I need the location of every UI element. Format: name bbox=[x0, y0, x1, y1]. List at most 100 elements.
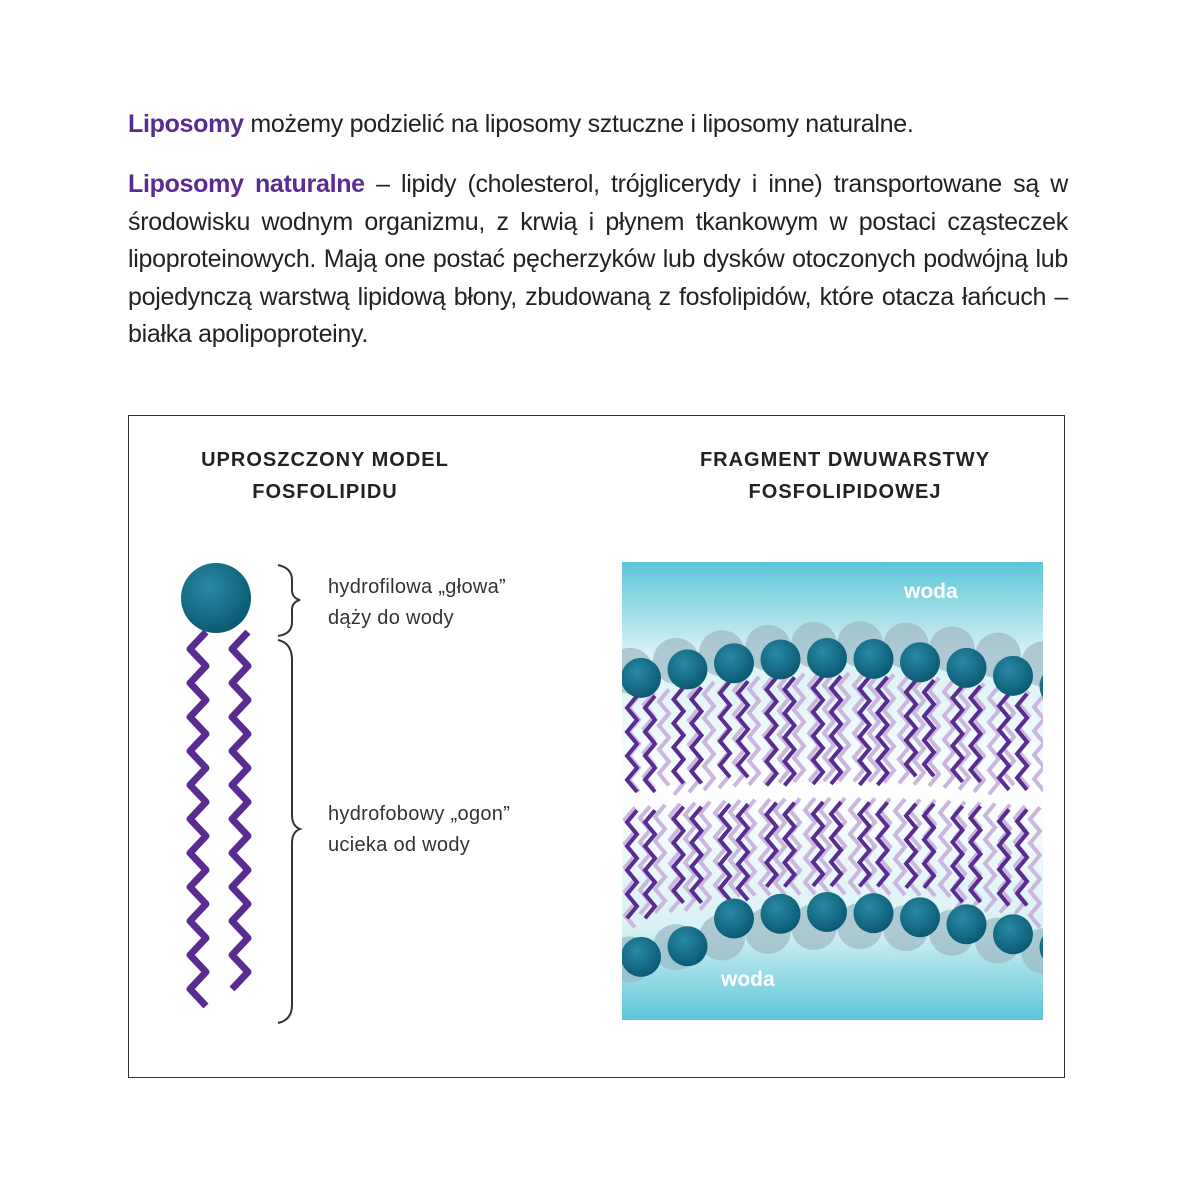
tail-chain bbox=[903, 678, 919, 778]
title-line: FRAGMENT DWUWARSTWY bbox=[699, 449, 991, 471]
brace-head bbox=[277, 564, 301, 637]
tail-chain bbox=[781, 801, 798, 888]
tail-chain-back bbox=[881, 673, 897, 784]
tail-chain-back bbox=[656, 688, 672, 787]
tail-chain bbox=[810, 800, 826, 888]
head-sphere bbox=[807, 638, 847, 679]
tail-chain bbox=[688, 805, 705, 905]
tail-chain bbox=[688, 686, 705, 785]
tail-chain-back bbox=[892, 797, 908, 897]
natural-paragraph: Liposomy naturalne – lipidy (cholesterol… bbox=[128, 166, 1068, 354]
tail-chain bbox=[624, 694, 640, 794]
head-sphere bbox=[714, 898, 754, 939]
label-line: ucieka od wody bbox=[328, 834, 471, 856]
tail-chain-back bbox=[926, 676, 942, 788]
tail-chain-back bbox=[817, 796, 833, 896]
head-sphere bbox=[993, 655, 1033, 696]
head-sphere bbox=[760, 893, 801, 934]
title-line: FOSFOLIPIDU bbox=[252, 481, 398, 503]
tail-chain bbox=[642, 694, 658, 794]
tail-chain-back bbox=[802, 796, 818, 896]
intro-text: możemy podzielić na liposomy sztuczne i … bbox=[243, 110, 914, 138]
tail-chain bbox=[1014, 808, 1030, 907]
tail-chain-back bbox=[937, 799, 953, 899]
tail-chain-back bbox=[911, 675, 927, 786]
tail-chain-back bbox=[697, 800, 713, 912]
tail-chain bbox=[186, 629, 210, 1009]
head-sphere bbox=[622, 657, 661, 698]
tail-chain-back bbox=[941, 678, 957, 789]
phospholipid-model-title: UPROSZCZONY MODEL FOSFOLIPIDU bbox=[140, 444, 510, 508]
tail-chain bbox=[717, 679, 733, 779]
tail-chain-back bbox=[776, 673, 792, 784]
tail-chain bbox=[810, 674, 826, 786]
tail-chain bbox=[670, 686, 687, 785]
tail-chain-back bbox=[997, 803, 1013, 914]
intro-highlight: Liposomy bbox=[128, 110, 244, 138]
tail-chain bbox=[949, 804, 966, 904]
tail-chain-back bbox=[757, 797, 773, 897]
tail-chain-back bbox=[652, 803, 668, 915]
tail-chain-back bbox=[727, 798, 743, 898]
title-line: UPROSZCZONY MODEL bbox=[201, 449, 449, 471]
tail-chain bbox=[828, 674, 844, 786]
label-line: hydrofobowy „ogon” bbox=[328, 803, 511, 825]
tail-chain bbox=[1042, 716, 1043, 765]
label-line: dąży do wody bbox=[328, 607, 454, 629]
tail-chain-back bbox=[742, 798, 758, 897]
head-sphere bbox=[1039, 935, 1043, 959]
tail-chain bbox=[921, 678, 937, 778]
head-sphere bbox=[900, 642, 940, 683]
tail-chain bbox=[996, 808, 1012, 907]
head-sphere bbox=[900, 897, 940, 938]
tail-chain-back bbox=[986, 684, 1002, 796]
tail-chain-back bbox=[1027, 805, 1043, 929]
tail-chain-back bbox=[682, 801, 698, 912]
tail-chain bbox=[903, 802, 919, 890]
tail-chain bbox=[996, 692, 1012, 792]
head-sphere bbox=[946, 647, 987, 688]
head-sphere bbox=[993, 914, 1033, 955]
tail-chain-back bbox=[701, 680, 717, 792]
tail-chain bbox=[1064, 814, 1074, 922]
tail-chain bbox=[624, 808, 640, 920]
tail-chain bbox=[717, 802, 733, 902]
tail-chain bbox=[1014, 692, 1030, 792]
head-sphere bbox=[1039, 674, 1043, 698]
head-label: hydrofilowa „głowa”dąży do wody bbox=[328, 572, 506, 634]
tail-chain bbox=[856, 675, 873, 787]
phospholipid-model bbox=[181, 563, 252, 1009]
natural-text: – lipidy (cholesterol, trójglicerydy i i… bbox=[128, 170, 1068, 348]
tail-chain-back bbox=[847, 796, 863, 896]
tail-chain-back bbox=[836, 671, 852, 783]
tail-chain bbox=[856, 801, 873, 888]
tail-chain bbox=[967, 804, 984, 904]
head-sphere bbox=[853, 638, 894, 679]
head-sphere bbox=[853, 893, 894, 934]
tail-chain bbox=[670, 805, 687, 905]
tail-chain-back bbox=[746, 675, 762, 787]
head-sphere bbox=[807, 892, 847, 933]
tail-chain-back bbox=[1049, 698, 1059, 794]
tail-chain-back bbox=[821, 671, 837, 783]
tail-chain bbox=[828, 800, 844, 888]
bilayer-title: FRAGMENT DWUWARSTWY FOSFOLIPIDOWEJ bbox=[640, 444, 1050, 508]
head-sphere bbox=[181, 563, 251, 633]
brace-tail bbox=[277, 639, 303, 1024]
title-line: FOSFOLIPIDOWEJ bbox=[748, 481, 942, 503]
tail-chain-back bbox=[1031, 693, 1043, 793]
tail-chain bbox=[735, 679, 751, 779]
tail-chain bbox=[949, 684, 966, 784]
head-sphere bbox=[946, 904, 987, 945]
water-label-bottom: woda bbox=[721, 968, 775, 991]
tail-chain-back bbox=[866, 672, 882, 783]
tail-chain bbox=[763, 801, 780, 888]
head-sphere bbox=[667, 649, 708, 690]
water-label-top: woda bbox=[904, 580, 958, 603]
tail-chain bbox=[228, 629, 252, 992]
tail-label: hydrofobowy „ogon” ucieka od wody bbox=[328, 799, 510, 861]
tail-chain-back bbox=[982, 802, 998, 913]
tail-chain bbox=[921, 802, 937, 890]
tail-chain bbox=[1042, 825, 1043, 898]
